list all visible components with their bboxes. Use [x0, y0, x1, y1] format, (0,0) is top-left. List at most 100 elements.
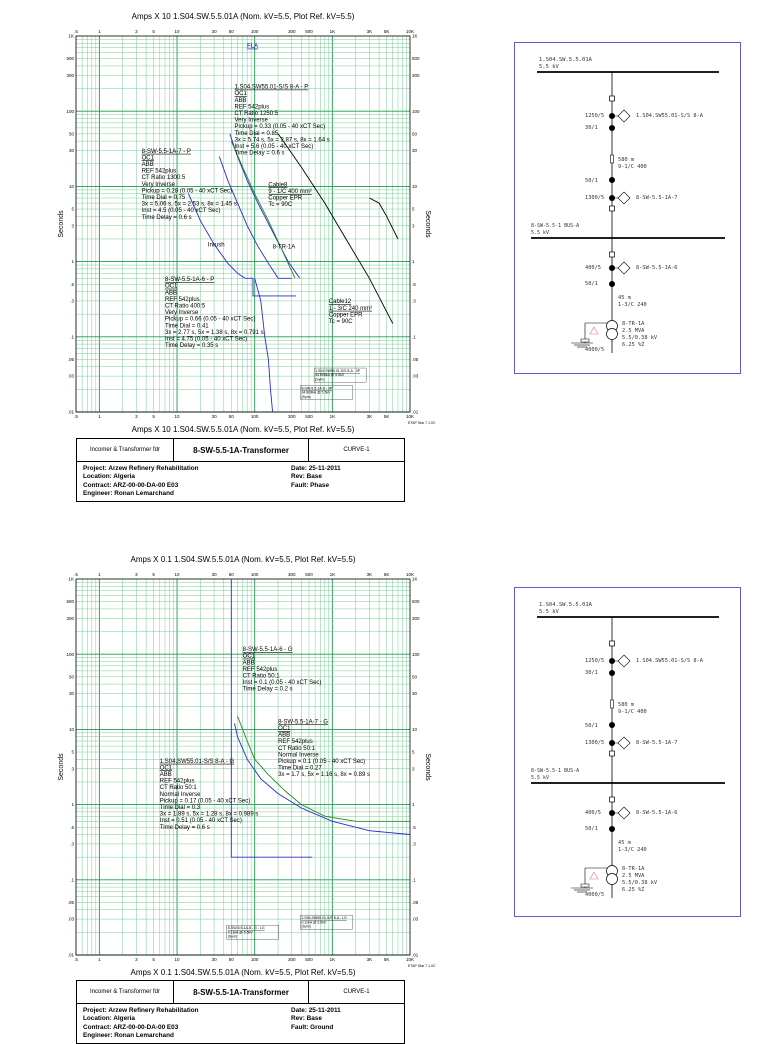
curve-cable12 [277, 133, 394, 324]
plot1-tcc-chart: .5.5113355101030305050100100300300500500… [58, 29, 436, 434]
x-tick-label-top: 300 [288, 572, 296, 577]
x-tick-label-top: 10 [175, 572, 181, 577]
x-tick-label-bottom: 3K [367, 414, 373, 419]
x-tick-label-bottom: 30 [212, 414, 218, 419]
annotation-g-1a7-line: CT Ratio 50:1 [278, 746, 316, 752]
cable-1-symbol [610, 154, 614, 164]
annotation-tag-d-line: 0.11kA @ 5.5kV [228, 930, 254, 934]
y-tick-label-left: 100 [66, 652, 74, 657]
plot-area [76, 579, 410, 955]
annotation-g-1a7-line: 8-SW-5.5-1A-7 - G [278, 719, 328, 725]
x-tick-label-top: 10K [406, 572, 414, 577]
breaker-1 [609, 95, 615, 102]
x-tick-label-top: 5K [384, 29, 390, 34]
y-tick-label-left: .3 [70, 842, 74, 847]
y-tick-label-right: 1 [412, 802, 415, 807]
relay-3-label: 8-SW-5.5-1A-6 [636, 265, 677, 271]
annotation-relay-1a7-line: CT Ratio 1300:5 [142, 175, 186, 181]
annotation-box [226, 925, 279, 940]
ct4-label: 4000/5 [585, 347, 604, 353]
annotation-g-1a6-line: 8-SW-5.5-1A-6 - G [243, 647, 293, 653]
x-tick-label-top: 3 [135, 29, 138, 34]
y-tick-label-right: 50 [412, 131, 418, 136]
annotation-box [300, 914, 353, 930]
ct1b-label: 30/1 [585, 670, 598, 676]
y-tick-label-left: .01 [68, 953, 75, 958]
plot-area [76, 36, 410, 412]
y-tick-label-left: 30 [69, 691, 75, 696]
annotation-relay-ss-line: REF 542plus [235, 104, 270, 110]
x-tick-label-bottom: 3 [135, 414, 138, 419]
annotation-relay-1a6-line: Pickup = 0.66 (0.05 - 40 xCT Sec) [165, 317, 255, 323]
tb2-center: 8-SW-5.5-1A-Transformer [174, 981, 309, 1003]
ct3-label: 400/5 [585, 265, 601, 271]
ground-relay-symbol [589, 871, 599, 880]
annotation-relay-1a6-line: CT Ratio 400:5 [165, 304, 206, 310]
x-tick-label-bottom: 10K [406, 957, 414, 962]
y-tick-label-left: 10 [69, 727, 75, 732]
x-tick-label-top: .5 [74, 572, 78, 577]
annotation-g-1a6-line: CT Ratio 50:1 [243, 673, 281, 679]
annotation-g-ss-line: Time Dial = 0.3 [160, 805, 201, 811]
curve-8-sw-5-5-1a-7-g [234, 723, 411, 835]
annotation-relay-1a7-line: 8-SW-5.5-1A-7 - P [142, 149, 191, 155]
ct1b-symbol [609, 670, 615, 676]
ct2a-symbol [609, 722, 615, 728]
x-tick-label-top: 5K [384, 572, 390, 577]
annotation-g-ss-line: Pickup = 0.17 (0.05 - 40 xCT Sec) [160, 798, 250, 804]
x-tick-label-bottom: 5 [152, 414, 155, 419]
y-tick-label-left: 1K [68, 34, 74, 39]
x-tick-label-bottom: 50 [229, 414, 235, 419]
y-tick-label-right: 30 [412, 691, 418, 696]
tb2-contract: Contract: ARZ-00-00-DA-00 E03 [83, 1023, 179, 1031]
annotation-relay-ss-line: Pickup = 0.33 (0.05 - 40 xCT Sec) [235, 124, 325, 130]
x-tick-label-bottom: 5K [384, 414, 390, 419]
annotation-g-1a6-line: REF 542plus [243, 667, 278, 673]
x-tick-label-top: 100 [251, 572, 259, 577]
curve-8-sw-5-5-1a-6-g [230, 579, 313, 858]
x-tick-label-top: 500 [305, 572, 313, 577]
ct3b-symbol [609, 281, 615, 287]
annotation-tr1a-line: 8-TR-1A [273, 244, 296, 250]
annotation-g-1a7-line: 3x = 1.7 s, 5x = 1.16 s, 8x = 0.89 s [278, 772, 370, 778]
x-tick-label-top: .5 [74, 29, 78, 34]
ct1b-label: 30/1 [585, 125, 598, 131]
breaker-1 [609, 640, 615, 647]
annotation-relay-1a6-line: OC1 [165, 284, 178, 290]
annotation-relay-1a6-line: ABB [165, 290, 177, 296]
y-tick-label-right: .03 [412, 374, 419, 379]
annotation-relay-1a6-line: REF 542plus [165, 297, 200, 303]
y-tick-label-left: .01 [68, 410, 75, 415]
annotation-g-1a6-line: Time Delay = 0.2 s [243, 687, 293, 693]
x-tick-label-bottom: 300 [288, 957, 296, 962]
bus-top-kv: 5.5 kV [539, 64, 560, 70]
annotation-tag-c-line: (Sym) [301, 925, 310, 929]
y-tick-label-right: 10 [412, 727, 418, 732]
y-tick-label-right: .1 [412, 877, 416, 882]
annotation-cable12-line: Copper EPR [329, 312, 363, 318]
annotation-g-ss-line: 3x = 1.89 s, 5x = 1.28 s, 8x = 0.989 s [160, 812, 259, 818]
annotation-g-1a6-line: OC1 [243, 654, 256, 660]
x-tick-label-top: 100 [251, 29, 259, 34]
y-tick-label-right: .05 [412, 900, 419, 905]
y-tick-label-right: 1K [412, 577, 418, 582]
annotation-tag-a-line: (Sym) [315, 377, 324, 381]
curve-inrush [254, 278, 274, 413]
bus-top-kv: 5.5 kV [539, 609, 560, 615]
annotation-g-1a7-line: Normal Inverse [278, 752, 319, 758]
relay-2-symbol [617, 736, 631, 750]
y-tick-label-right: 30 [412, 148, 418, 153]
tb1-fault: Fault: Phase [291, 481, 329, 489]
tb1-right: CURVE-1 [343, 447, 370, 453]
relay-2-label: 8-SW-5.5-1A-7 [636, 740, 677, 746]
bus-mid-kv: 5.5 kV [531, 230, 549, 236]
x-tick-label-bottom: 100 [251, 957, 259, 962]
annotation-relay-ss-line: 1.S04.SW55.01-S/S 8-A - P [235, 85, 309, 91]
plot1-top-title: Amps X 10 1.S04.SW.5.5.01A (Nom. kV=5.5,… [131, 12, 355, 21]
x-tick-label-top: 5 [152, 572, 155, 577]
annotation-tag-a-line: 44.808kA @ 5.5kV [315, 373, 345, 377]
ground-resistor [580, 338, 590, 343]
x-tick-label-bottom: 50 [229, 957, 235, 962]
y-tick-label-left: 1 [71, 802, 74, 807]
